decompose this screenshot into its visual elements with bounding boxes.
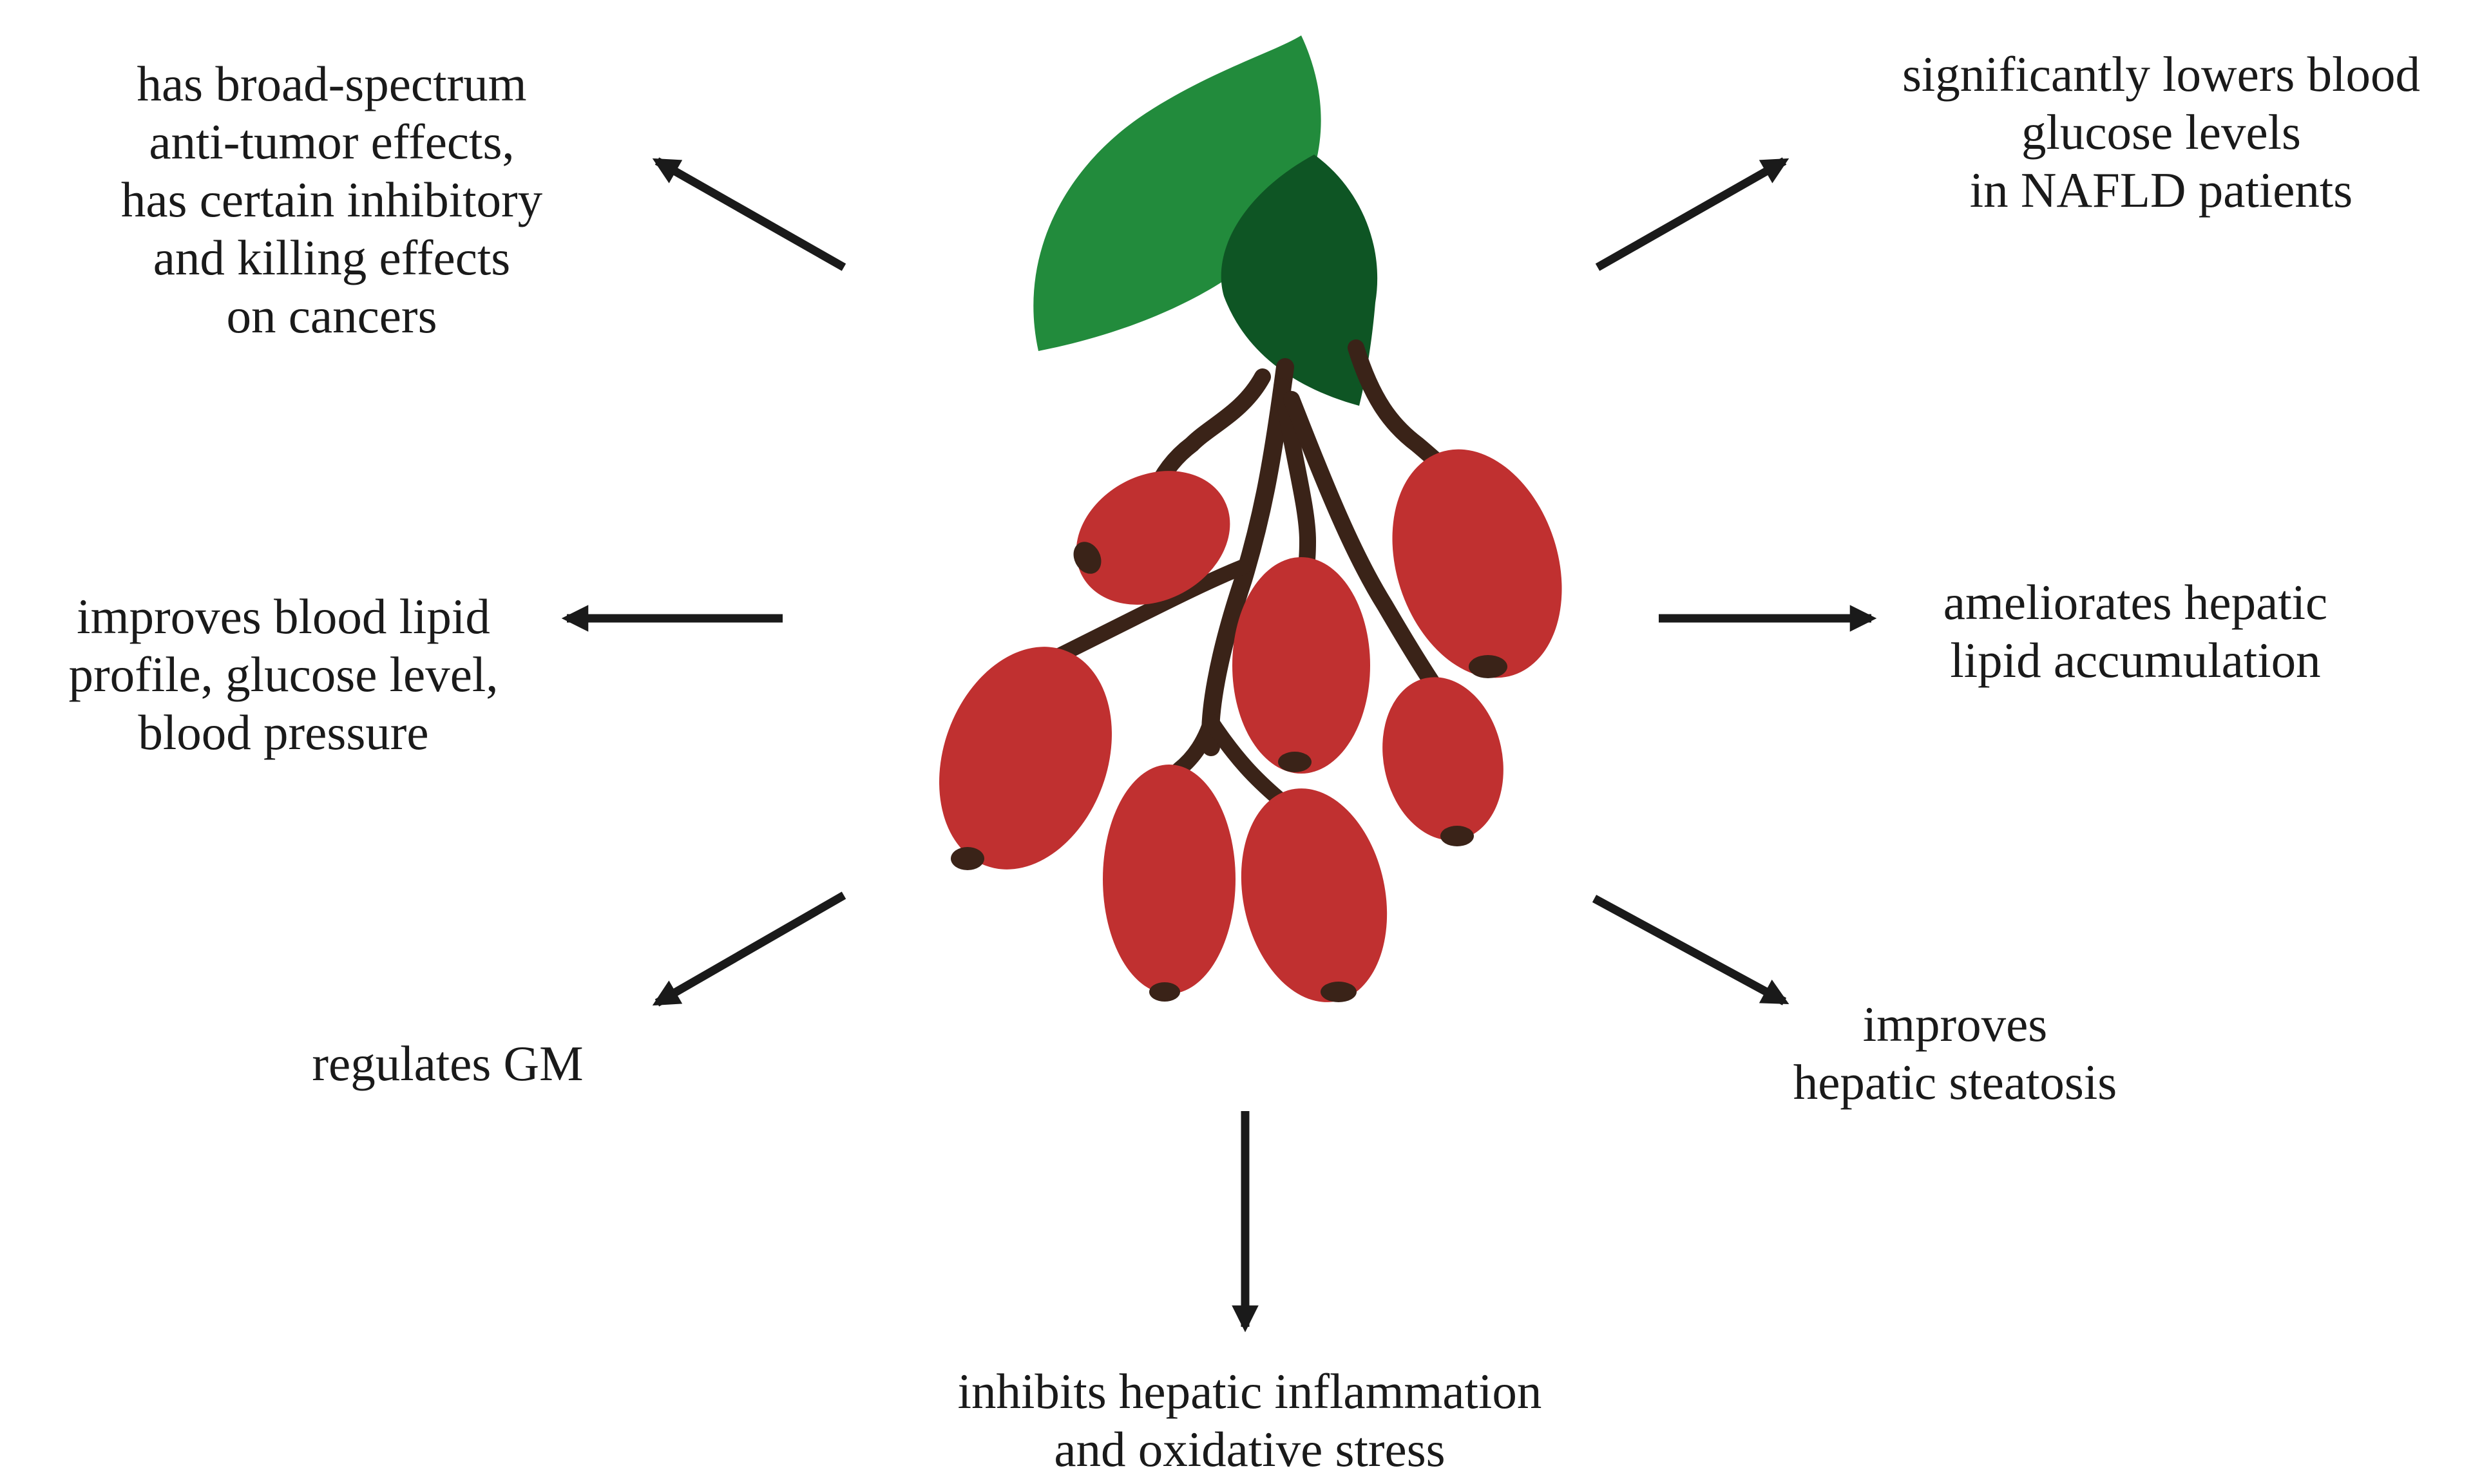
label-line: improves [1862, 996, 2048, 1052]
berry-3 [1232, 557, 1370, 774]
berry-5 [1382, 677, 1503, 846]
label-line: improves blood lipid [77, 589, 490, 644]
label-line: inhibits hepatic inflammation [957, 1364, 1542, 1419]
dark-leaf-icon [1221, 155, 1378, 406]
stem-main [1201, 358, 1294, 756]
label-line: significantly lowers blood [1902, 46, 2421, 102]
label-inflammation: inhibits hepatic inflammation and oxidat… [857, 1362, 1643, 1478]
label-line: lipid accumulation [1950, 633, 2321, 688]
stem-branch-e [1036, 559, 1251, 671]
label-glucose: significantly lowers blood glucose level… [1836, 45, 2486, 219]
berry-2 [1392, 449, 1562, 678]
label-steatosis: improves hepatic steatosis [1713, 995, 2197, 1111]
arrow-to-steatosis [1592, 895, 1790, 1005]
label-line: and oxidative stress [1054, 1422, 1446, 1477]
berries [939, 449, 1562, 1002]
arrow-to-antitumor [652, 157, 846, 271]
stem-branch-g [1203, 714, 1286, 806]
label-line: in NAFLD patients [1969, 162, 2353, 218]
label-line: regulates GM [312, 1036, 584, 1091]
arrows [561, 157, 1877, 1333]
label-lipid-accumulation: ameliorates hepatic lipid accumulation [1836, 573, 2435, 689]
label-line: and killing effects [153, 230, 511, 285]
light-leaf-icon [1033, 35, 1321, 351]
label-line: on cancers [226, 288, 437, 343]
label-line: ameliorates hepatic [1943, 575, 2328, 630]
label-line: hepatic steatosis [1793, 1054, 2117, 1110]
berry-cluster-illustration [939, 35, 1562, 1002]
label-antitumor-effects: has broad-spectrum anti-tumor effects, h… [13, 55, 651, 345]
stem-branch-c [1283, 391, 1445, 698]
berry-4 [939, 647, 1112, 870]
berry-6 [1103, 765, 1236, 1002]
label-line: has certain inhibitory [120, 172, 543, 227]
label-line: has broad-spectrum [137, 56, 527, 111]
label-line: blood pressure [138, 705, 429, 760]
label-line: glucose levels [2021, 104, 2302, 160]
label-regulates-gm: regulates GM [213, 1034, 683, 1092]
label-line: profile, glucose level, [68, 647, 499, 702]
berry-7 [1241, 788, 1388, 1002]
stem-branch-f [1171, 714, 1219, 777]
berry-1 [1073, 471, 1230, 605]
label-line: anti-tumor effects, [149, 114, 515, 169]
arrow-to-gm [652, 891, 846, 1007]
label-lipid-profile: improves blood lipid profile, glucose le… [6, 587, 560, 761]
arrow-to-glucose [1595, 157, 1790, 271]
